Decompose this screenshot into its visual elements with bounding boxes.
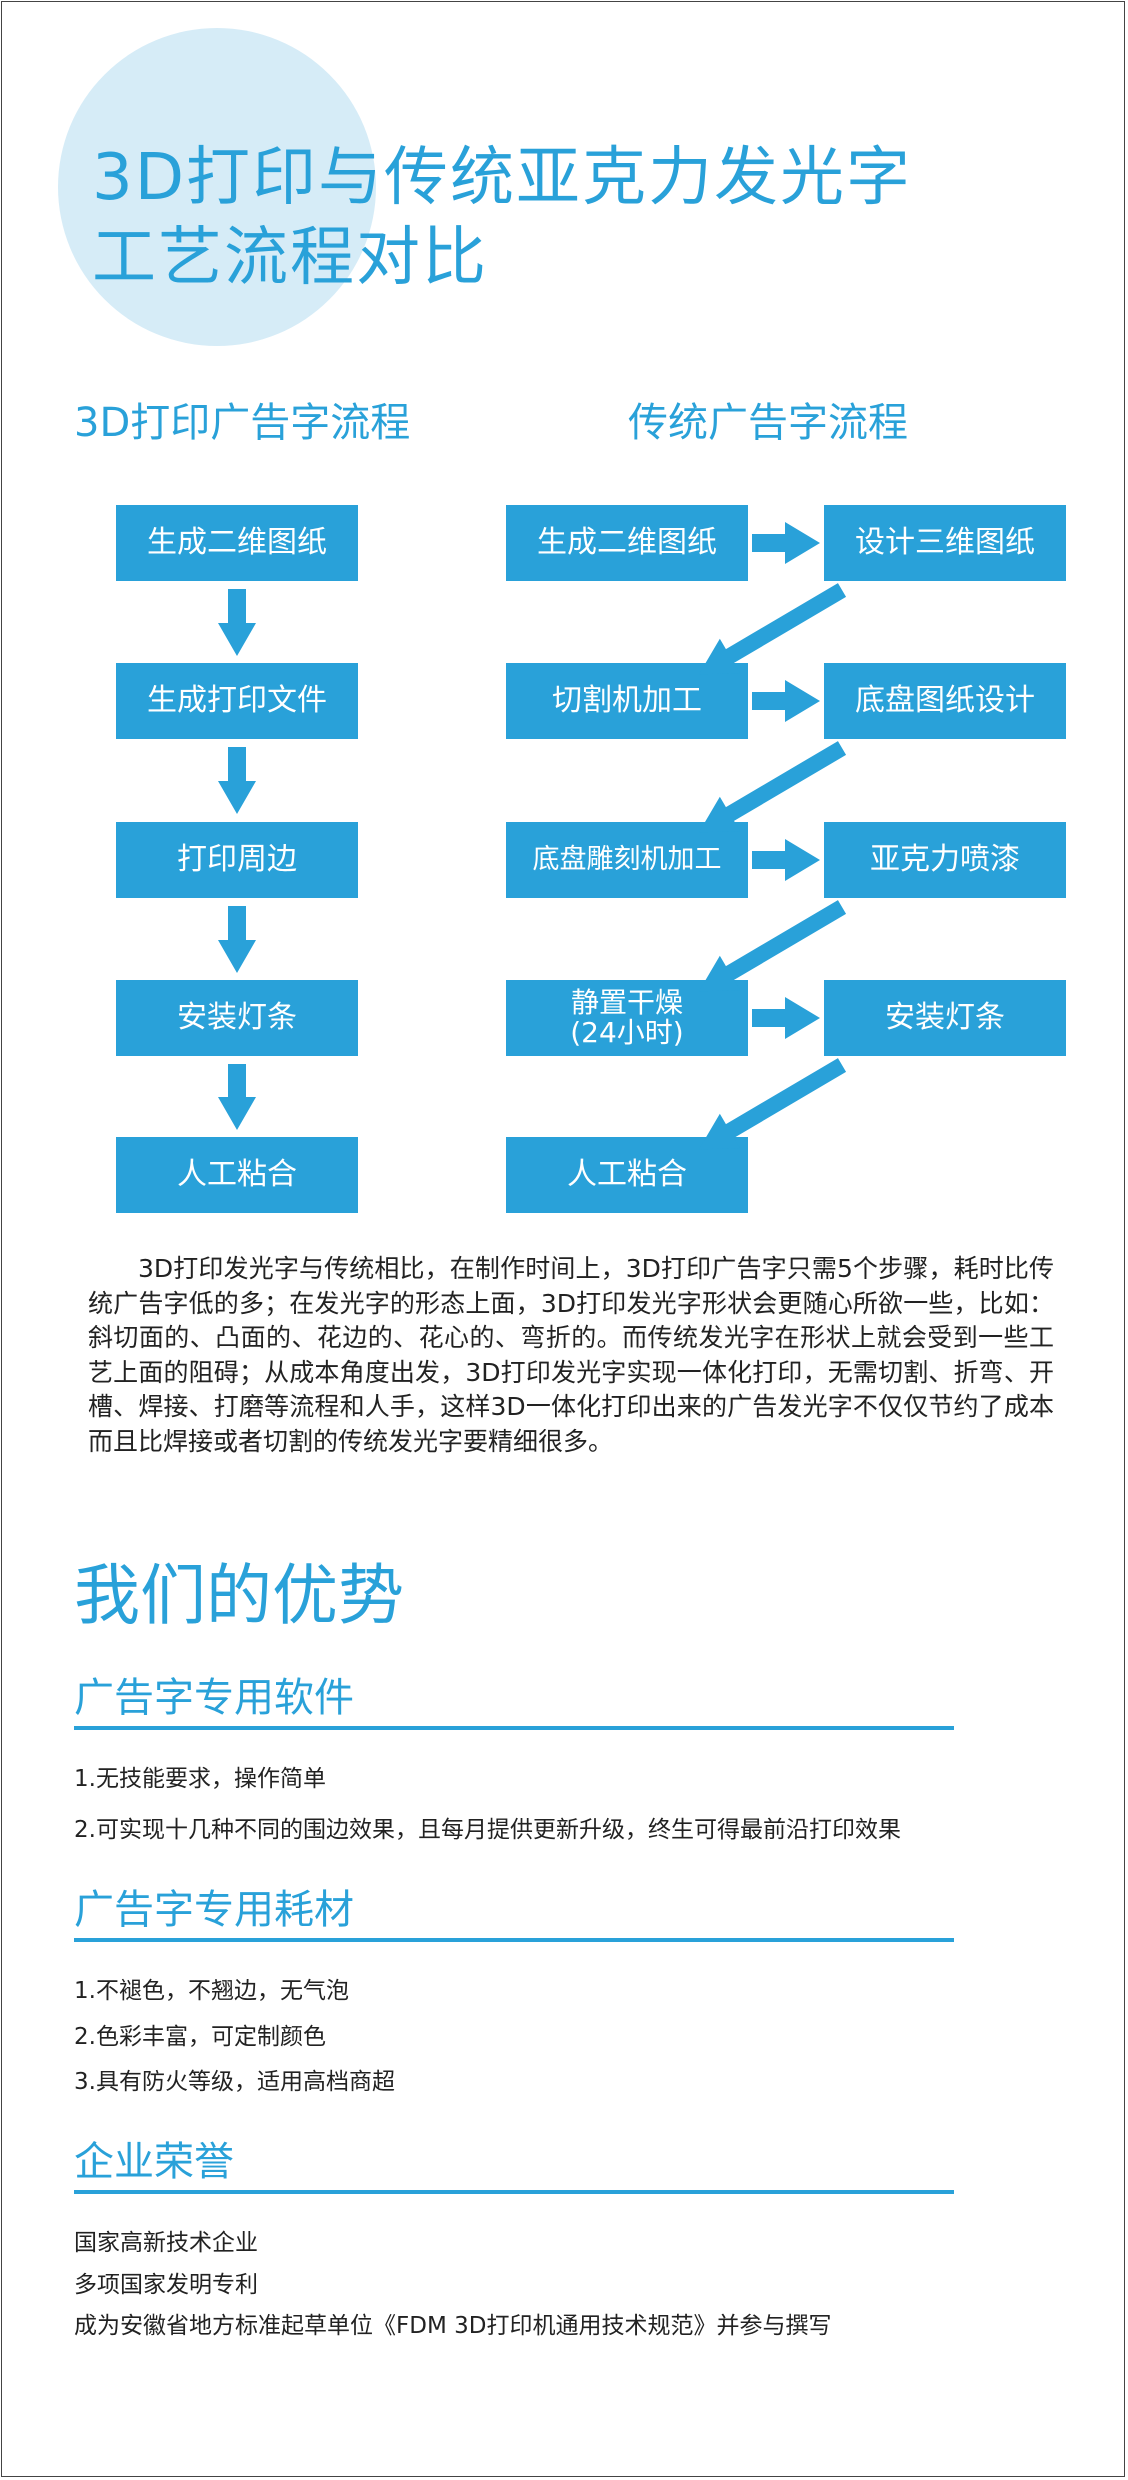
honors-item-1: 国家高新技术企业 <box>74 2230 258 2256</box>
arrow-down-icon <box>218 906 256 973</box>
flow-3d-step-2: 生成打印文件 <box>116 663 358 739</box>
flow-traditional-step-6: 亚克力喷漆 <box>824 822 1066 898</box>
flow-traditional-step-3: 切割机加工 <box>506 663 748 739</box>
materials-divider <box>74 1938 954 1942</box>
advantages-heading: 我们的优势 <box>74 1557 404 1634</box>
arrow-right-icon <box>752 997 820 1039</box>
flow-3d-step-1: 生成二维图纸 <box>116 505 358 581</box>
arrow-right-icon <box>752 680 820 722</box>
software-item-2: 2.可实现十几种不同的围边效果，且每月提供更新升级，终生可得最前沿打印效果 <box>74 1817 901 1843</box>
flow-traditional-step-5: 底盘雕刻机加工 <box>506 822 748 898</box>
flow-traditional-step-8: 安装灯条 <box>824 980 1066 1056</box>
arrow-down-icon <box>218 1064 256 1130</box>
materials-item-3: 3.具有防火等级，适用高档商超 <box>74 2069 395 2095</box>
flow-arrows <box>218 522 847 1150</box>
flow-3d-step-3: 打印周边 <box>116 822 358 898</box>
comparison-paragraph: 3D打印发光字与传统相比，在制作时间上，3D打印广告字只需5个步骤，耗时比传统广… <box>88 1254 1054 1456</box>
page-title-line-2: 工艺流程对比 <box>92 221 488 295</box>
arrow-diagonal-icon <box>698 1058 847 1150</box>
arrow-down-icon <box>218 747 256 814</box>
title-decoration-circle <box>58 28 376 346</box>
arrow-diagonal-icon <box>698 741 847 833</box>
arrow-diagonal-icon <box>698 900 847 992</box>
flow-traditional-step-9: 人工粘合 <box>506 1137 748 1213</box>
honors-item-3: 成为安徽省地方标准起草单位《FDM 3D打印机通用技术规范》并参与撰写 <box>74 2313 832 2339</box>
materials-item-1: 1.不褪色，不翘边，无气泡 <box>74 1978 349 2004</box>
materials-item-2: 2.色彩丰富，可定制颜色 <box>74 2024 326 2050</box>
honors-divider <box>74 2190 954 2194</box>
honors-item-2: 多项国家发明专利 <box>74 2272 258 2298</box>
flow-traditional-title: 传统广告字流程 <box>628 400 908 446</box>
flow-traditional-step-2: 设计三维图纸 <box>824 505 1066 581</box>
flow-3d-title: 3D打印广告字流程 <box>74 400 411 446</box>
flow-traditional-step-1: 生成二维图纸 <box>506 505 748 581</box>
flow-traditional-step-4: 底盘图纸设计 <box>824 663 1066 739</box>
software-item-1: 1.无技能要求，操作简单 <box>74 1766 326 1792</box>
software-divider <box>74 1726 954 1730</box>
materials-heading: 广告字专用耗材 <box>74 1887 354 1933</box>
flow-3d-step-4: 安装灯条 <box>116 980 358 1056</box>
flow-traditional-step-7: 静置干燥 (24小时) <box>506 980 748 1056</box>
arrow-right-icon <box>752 839 820 881</box>
arrow-down-icon <box>218 589 256 656</box>
page-title-line-1: 3D打印与传统亚克力发光字 <box>92 141 912 215</box>
honors-heading: 企业荣誉 <box>74 2139 234 2185</box>
arrow-diagonal-icon <box>698 583 847 675</box>
arrow-right-icon <box>752 522 820 564</box>
page-title: 3D打印与传统亚克力发光字 工艺流程对比 <box>92 138 912 298</box>
flow-3d-step-5: 人工粘合 <box>116 1137 358 1213</box>
software-heading: 广告字专用软件 <box>74 1675 354 1721</box>
